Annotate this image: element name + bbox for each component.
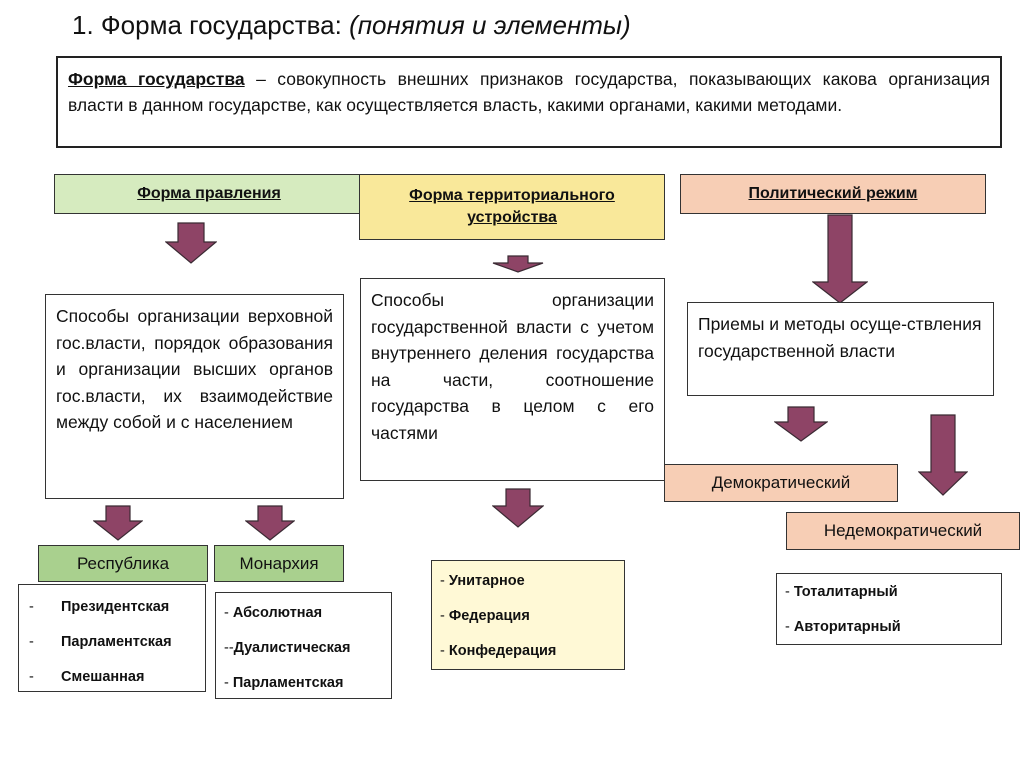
arrow-down-monarchy bbox=[245, 505, 295, 541]
arrow-down-nondemocratic bbox=[918, 414, 968, 496]
list-item: -Смешанная bbox=[29, 668, 145, 685]
header-government-label: Форма правления bbox=[137, 185, 281, 202]
category-monarchy: Монархия bbox=[214, 545, 344, 582]
description-government: Способы организации верховной гос.власти… bbox=[45, 294, 344, 499]
arrow-down-territorial-types bbox=[492, 488, 544, 528]
definition-term: Форма государства bbox=[68, 69, 245, 89]
arrow-down-government bbox=[165, 222, 217, 264]
description-regime: Приемы и методы осуще-ствления государст… bbox=[687, 302, 994, 396]
title-subtitle: (понятия и элементы) bbox=[349, 10, 631, 40]
category-nondemocratic: Недемократический bbox=[786, 512, 1020, 550]
list-item: -Президентская bbox=[29, 598, 170, 615]
arrow-down-republic bbox=[93, 505, 143, 541]
definition-box: Форма государства – совокупность внешних… bbox=[56, 56, 1002, 148]
category-democratic: Демократический bbox=[664, 464, 898, 502]
list-item: - Абсолютная bbox=[224, 604, 323, 621]
page-title: 1. Форма государства: (понятия и элемент… bbox=[72, 10, 631, 41]
list-item: - Тоталитарный bbox=[785, 583, 898, 600]
header-territorial-label: Форма территориального устройства bbox=[409, 187, 615, 226]
list-item: - Конфедерация bbox=[440, 642, 557, 659]
arrow-down-territorial bbox=[492, 255, 544, 273]
list-territorial-types: - Унитарное - Федерация - Конфедерация bbox=[431, 560, 625, 670]
list-republic-types: -Президентская -Парламентская -Смешанная bbox=[18, 584, 206, 692]
header-regime-label: Политический режим bbox=[748, 185, 918, 202]
list-item: --Дуалистическая bbox=[224, 639, 351, 656]
header-territorial-form: Форма территориального устройства bbox=[359, 174, 665, 240]
list-item: - Авторитарный bbox=[785, 618, 901, 635]
header-government-form: Форма правления bbox=[54, 174, 364, 214]
arrow-down-regime bbox=[812, 214, 868, 304]
list-item: - Унитарное bbox=[440, 572, 525, 589]
list-item: - Парламентская bbox=[224, 674, 344, 691]
list-item: -Парламентская bbox=[29, 633, 172, 650]
description-territorial: Способы организации государственной влас… bbox=[360, 278, 665, 481]
category-republic: Республика bbox=[38, 545, 208, 582]
definition-text: – совокупность внешних признаков государ… bbox=[68, 69, 990, 115]
list-nondemocratic-types: - Тоталитарный - Авторитарный bbox=[776, 573, 1002, 645]
title-main: 1. Форма государства: bbox=[72, 10, 350, 40]
list-monarchy-types: - Абсолютная --Дуалистическая - Парламен… bbox=[215, 592, 392, 699]
header-political-regime: Политический режим bbox=[680, 174, 986, 214]
list-item: - Федерация bbox=[440, 607, 530, 624]
arrow-down-democratic bbox=[774, 406, 828, 442]
